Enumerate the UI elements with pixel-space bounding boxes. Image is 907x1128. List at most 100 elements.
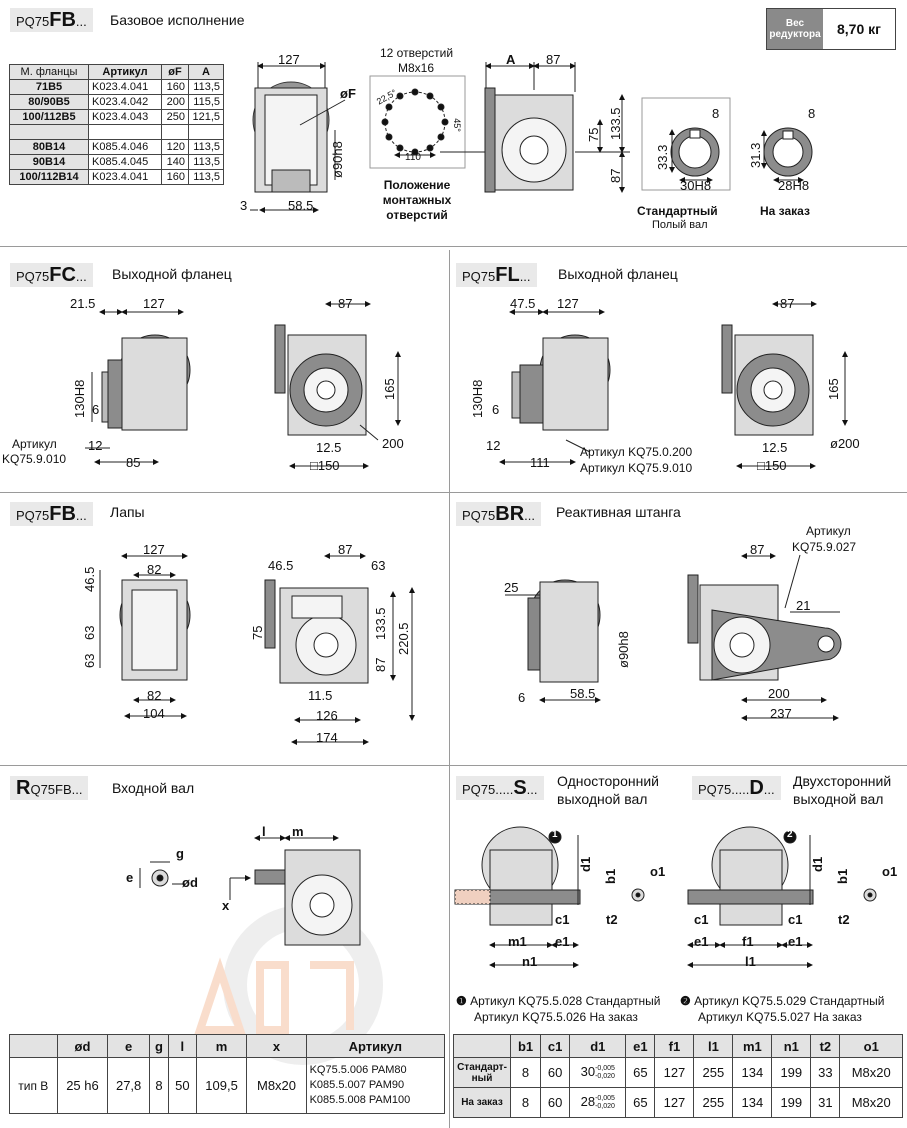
fl-dim-130h8: 130H8 [470, 379, 485, 418]
section-r-code: RQ75FB... [10, 776, 89, 800]
br-dim-87: 87 [750, 542, 765, 557]
feet-dim-82: 82 [147, 562, 162, 577]
d-dim-b1: b1 [835, 868, 850, 884]
br-dim-25: 25 [504, 580, 519, 595]
shaft-col-header: e1 [625, 1034, 656, 1058]
input-col-header: l [168, 1034, 197, 1058]
shaft-col-header: f1 [654, 1034, 695, 1058]
input-cell: 50 [168, 1057, 197, 1114]
section-s-title: Односторонний выходной вал [557, 773, 659, 807]
flange-cell: 120 [161, 139, 189, 155]
shaft-cell-l1: 255 [693, 1057, 734, 1088]
s-side-view [454, 826, 581, 968]
flange-cell: 113,5 [188, 139, 224, 155]
r-front-view [229, 835, 361, 946]
shaft-d1-tolerance: -0,005-0,020 [595, 1064, 615, 1080]
shaft-col-header: d1 [569, 1034, 627, 1058]
fc-side-view [85, 309, 191, 465]
input-article: K085.5.008 PAM100 [309, 1094, 411, 1106]
fl-dim-6: 6 [492, 402, 500, 417]
input-cell: 27,8 [107, 1057, 150, 1114]
dim-75: 75 [586, 127, 601, 142]
fl-dim-47-5: 47.5 [510, 296, 536, 311]
section-br-title: Реактивная штанга [556, 504, 681, 520]
flange-cell: 113,5 [188, 79, 224, 95]
fc-dim-150: □150 [310, 458, 340, 473]
feet-dim-82-b: 82 [147, 688, 162, 703]
r-dim-l: l [262, 824, 266, 839]
fc-dim-200: 200 [382, 436, 404, 451]
shaft-table-header: b1 c1 d1 e1 f1 l1 m1 n1 t2 o1 [453, 1034, 903, 1058]
output-shaft-table: b1 c1 d1 e1 f1 l1 m1 n1 t2 o1 Стандарт-н… [453, 1034, 903, 1118]
shaft-row-label: На заказ [453, 1087, 511, 1118]
holes-caption: Положение монтажных отверстий [382, 178, 452, 222]
separator-1 [0, 246, 907, 247]
br-dim-58-5: 58.5 [570, 686, 596, 701]
fl-dim-12-5: 12.5 [762, 440, 788, 455]
base-side-view [250, 62, 346, 213]
shaft-col-header: c1 [540, 1034, 571, 1058]
shaft-cell-b1: 8 [509, 1057, 542, 1088]
flange-cell: 121,5 [188, 109, 224, 125]
fc-art-label: Артикул [12, 437, 57, 451]
fl-dim-127: 127 [557, 296, 579, 311]
flange-col-header: М. фланцы [9, 64, 89, 80]
hollow-shaft-optional [761, 127, 813, 183]
input-article: K085.5.007 PAM90 [309, 1079, 405, 1091]
weight-label: Вес редуктора [767, 9, 823, 49]
d-dim-d1: d1 [810, 856, 825, 872]
weight-value: 8,70 кг [837, 21, 881, 37]
r-dim-m: m [292, 824, 304, 839]
dim-58-5: 58.5 [288, 198, 314, 213]
holes-dim-110: 110 [405, 152, 421, 163]
input-col-header [9, 1034, 58, 1058]
br-side-view [505, 579, 601, 703]
shaft-col-header [453, 1034, 511, 1058]
dim-87-top: 87 [546, 52, 561, 67]
note-s-1: ❶ Артикул KQ75.5.028 Стандартный [456, 994, 661, 1008]
section-fb-base-code: PQ75FB... [10, 8, 93, 32]
fc-dim-21-5: 21.5 [70, 296, 96, 311]
d-side-view [687, 826, 814, 968]
fc-front-view [274, 301, 401, 469]
hollow-shaft-standard [641, 97, 731, 191]
input-col-header: e [107, 1034, 150, 1058]
fc-dim-165: 165 [382, 378, 397, 400]
s-dim-m1: m1 [508, 934, 527, 949]
section-br-code: PQ75BR... [456, 502, 541, 526]
br-dim-6: 6 [518, 690, 526, 705]
section-d-code: PQ75.....D... [692, 776, 781, 800]
r-dim-e: e [126, 870, 134, 885]
shaft-row-label: Стандарт-ный [453, 1057, 511, 1088]
input-cell: 109,5 [195, 1057, 248, 1114]
fc-dim-12-5: 12.5 [316, 440, 342, 455]
fc-art: KQ75.9.010 [2, 452, 67, 466]
feet-front-view [264, 553, 415, 745]
shaft-cell-n1: 199 [771, 1057, 812, 1088]
fl-dim-150: □150 [757, 458, 787, 473]
dim-87-side: 87 [608, 168, 623, 183]
d-dim-e1-left: e1 [694, 934, 709, 949]
flange-table-header: М. фланцы Артикул øF A [9, 64, 224, 80]
dim-o90h8: ø90h8 [330, 141, 345, 178]
r-dim-x: x [222, 898, 230, 913]
shaft-cell-f1: 127 [654, 1087, 695, 1118]
section-feet-title: Лапы [110, 504, 145, 520]
shaft-d1-value: 28 [580, 1094, 596, 1110]
opt-label: На заказ [760, 204, 810, 218]
std-sub: Полый вал [652, 219, 708, 231]
d-dim-t2: t2 [838, 912, 850, 927]
shaft-cell-m1: 134 [732, 1057, 773, 1088]
feet-dim-220-5: 220.5 [396, 622, 411, 655]
note-d-2: Артикул KQ75.5.027 На заказ [698, 1010, 862, 1024]
fc-dim-85: 85 [126, 455, 141, 470]
feet-dim-63-b: 63 [82, 653, 97, 668]
feet-dim-63: 63 [371, 558, 386, 573]
feet-dim-133-5: 133.5 [373, 607, 388, 640]
shaft-cell-b1: 8 [509, 1087, 542, 1118]
fl-art-2: Артикул KQ75.9.010 [580, 461, 693, 475]
d-dim-c1-right: c1 [788, 912, 803, 927]
